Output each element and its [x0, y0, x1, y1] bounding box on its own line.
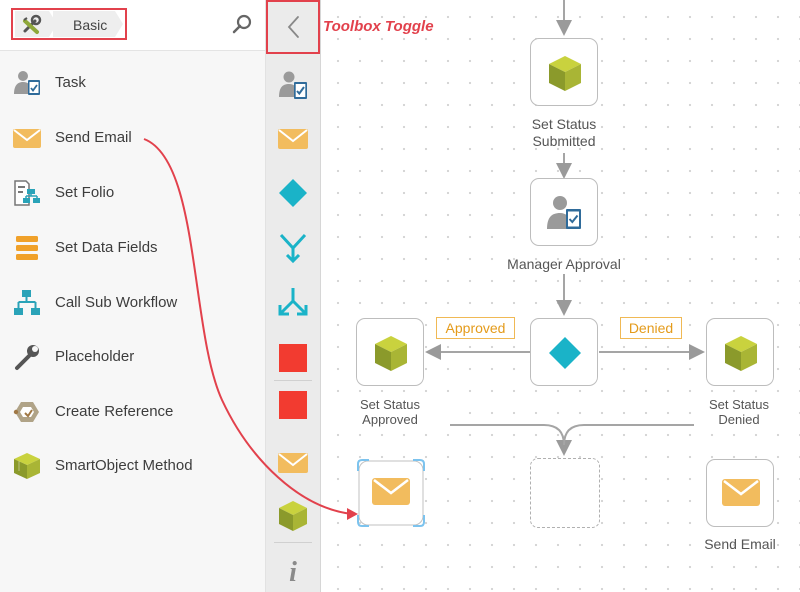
- node-manager-approval[interactable]: [530, 178, 598, 246]
- toolbox-item-call-sub-workflow[interactable]: Call Sub Workflow: [0, 278, 265, 328]
- merge-arrow-icon[interactable]: [276, 231, 310, 265]
- smartobject-cube-icon[interactable]: [276, 499, 310, 533]
- empty-drop-placeholder[interactable]: [530, 458, 600, 528]
- toolbox-item-task[interactable]: Task: [0, 58, 265, 108]
- chevron-left-icon: [287, 16, 299, 38]
- branch-label-denied[interactable]: Denied: [620, 317, 682, 339]
- breadcrumb[interactable]: Basic: [11, 8, 127, 40]
- breadcrumb-end: [115, 11, 123, 37]
- node-set-status-approved[interactable]: [356, 318, 424, 386]
- envelope-icon: [13, 129, 41, 148]
- drop-target-node[interactable]: [357, 459, 425, 527]
- node-set-status-submitted[interactable]: [530, 38, 598, 106]
- node-decision[interactable]: [530, 318, 598, 386]
- strip-divider: [274, 542, 312, 543]
- breadcrumb-label: Basic: [73, 17, 108, 33]
- toolbox-item-set-folio[interactable]: Set Folio: [0, 168, 265, 218]
- tools-icon: [23, 14, 42, 34]
- toolbox-item-set-data-fields[interactable]: Set Data Fields: [0, 223, 265, 273]
- toolbox-icon-strip: i: [266, 0, 321, 592]
- envelope-icon: [372, 478, 410, 505]
- node-label-line: Submitted: [532, 133, 596, 149]
- reference-icon: [13, 402, 39, 422]
- node-label-line: Set Status: [531, 116, 597, 132]
- wrench-icon: [15, 345, 39, 370]
- node-label: Set Status Submitted: [504, 116, 624, 150]
- toolbox-item-placeholder[interactable]: Placeholder: [0, 332, 265, 382]
- toolbox-item-create-reference[interactable]: Create Reference: [0, 387, 265, 437]
- info-icon[interactable]: i: [276, 553, 310, 587]
- red-square-icon[interactable]: [276, 388, 310, 422]
- decision-diamond-icon[interactable]: [276, 176, 310, 210]
- workflow-canvas[interactable]: Set Status Submitted Manager Approval Ap…: [321, 0, 800, 592]
- node-label: Set Status Approved: [330, 397, 450, 427]
- node-label-line: Set Status: [360, 397, 420, 412]
- strip-divider: [274, 380, 312, 381]
- decision-diamond-icon: [549, 337, 581, 369]
- smartobject-cube-icon: [14, 453, 40, 479]
- smartobject-cube-icon: [549, 56, 581, 91]
- toolbox-item-label: Call Sub Workflow: [55, 294, 178, 311]
- branch-label-approved[interactable]: Approved: [436, 317, 515, 339]
- task-user-icon: [547, 196, 581, 229]
- toolbox-header: Basic: [0, 0, 265, 51]
- node-label-line: Approved: [362, 412, 418, 427]
- node-send-email[interactable]: [706, 459, 774, 527]
- search-button[interactable]: [230, 12, 254, 36]
- folio-hierarchy-icon: [14, 180, 40, 206]
- node-label: Manager Approval: [507, 256, 621, 272]
- toolbox-item-smartobject-method[interactable]: SmartObject Method: [0, 441, 265, 491]
- envelope-icon[interactable]: [276, 446, 310, 480]
- node-label-line: Denied: [718, 412, 760, 427]
- envelope-icon: [722, 479, 760, 506]
- toolbox-item-label: Placeholder: [55, 348, 135, 365]
- breadcrumb-home[interactable]: [15, 11, 49, 37]
- smartobject-cube-icon: [725, 336, 757, 371]
- toolbox-item-send-email[interactable]: Send Email: [0, 113, 265, 163]
- toolbox-item-label: Send Email: [55, 129, 132, 146]
- toolbox-item-label: Task: [55, 74, 86, 91]
- toolbox-item-label: SmartObject Method: [55, 457, 193, 474]
- toolbox-toggle-callout: Toolbox Toggle: [323, 18, 434, 35]
- task-user-icon[interactable]: [276, 68, 310, 102]
- toolbox-item-label: Create Reference: [55, 403, 174, 420]
- data-fields-icon: [16, 236, 38, 260]
- toolbox-toggle-button[interactable]: [266, 0, 320, 54]
- breadcrumb-current[interactable]: [53, 11, 115, 37]
- svg-text:i: i: [289, 557, 297, 587]
- split-arrows-icon[interactable]: [276, 285, 310, 319]
- node-label: Send Email: [704, 536, 776, 552]
- toolbox-panel: Basic Task Send Email: [0, 0, 266, 592]
- search-icon: [232, 14, 252, 34]
- red-square-icon[interactable]: [276, 341, 310, 375]
- node-label-line: Set Status: [709, 397, 769, 412]
- task-user-icon: [14, 71, 40, 95]
- toolbox-item-label: Set Data Fields: [55, 239, 158, 256]
- sub-workflow-icon: [14, 290, 40, 315]
- toolbox-item-label: Set Folio: [55, 184, 115, 201]
- node-set-status-denied[interactable]: [706, 318, 774, 386]
- envelope-icon[interactable]: [276, 122, 310, 156]
- node-label: Set Status Denied: [694, 397, 784, 427]
- smartobject-cube-icon: [375, 336, 407, 371]
